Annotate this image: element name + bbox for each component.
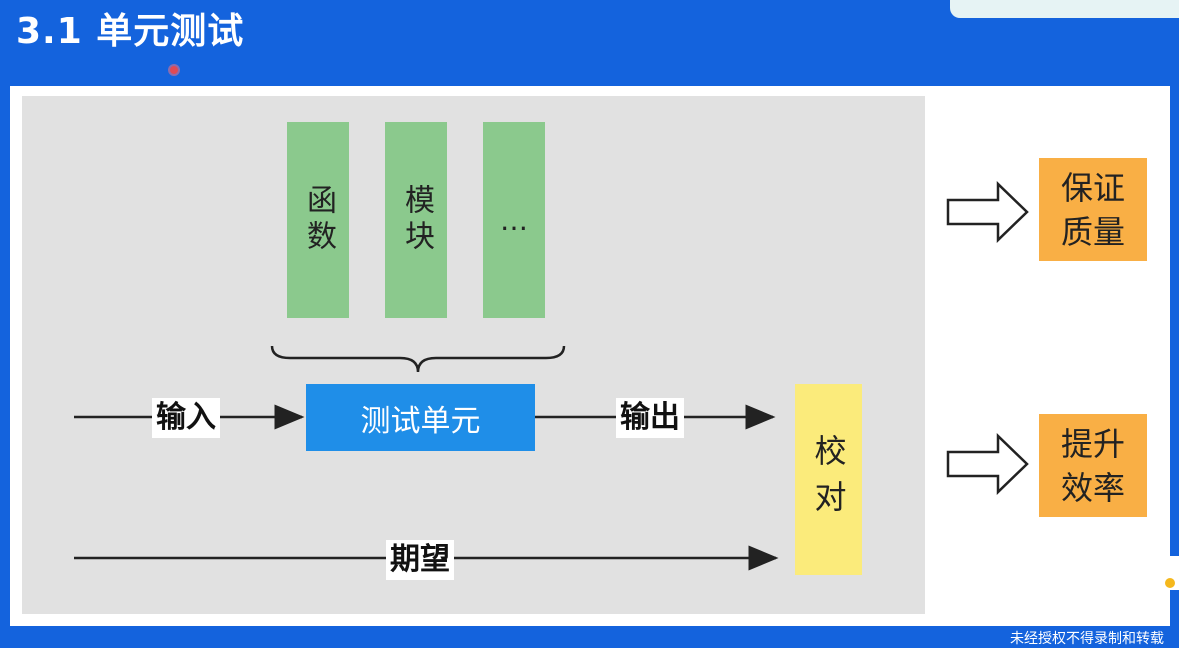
- page-title: 3.1 单元测试: [16, 11, 245, 52]
- footer-notice: 未经授权不得录制和转载: [1010, 631, 1164, 647]
- check-box: 校对: [795, 384, 862, 575]
- more-block: …: [483, 122, 545, 318]
- curly-brace: [270, 345, 566, 373]
- expected-label: 期望: [386, 540, 454, 580]
- efficiency-box: 提升效率: [1039, 414, 1147, 517]
- more-label: …: [500, 203, 528, 237]
- diagram-panel: [22, 96, 925, 614]
- quality-label: 保证质量: [1060, 168, 1125, 251]
- pointer-dot: [170, 66, 178, 74]
- check-label: 校对: [809, 433, 848, 526]
- input-label: 输入: [152, 398, 220, 438]
- quality-box: 保证质量: [1039, 158, 1147, 261]
- top-right-panel: [950, 0, 1179, 18]
- module-label: 模块: [399, 184, 434, 256]
- efficiency-label: 提升效率: [1060, 424, 1125, 507]
- quality-arrow-icon: [946, 181, 1029, 243]
- output-label: 输出: [616, 398, 684, 438]
- function-label: 函数: [301, 184, 336, 256]
- test-unit-box: 测试单元: [306, 384, 535, 451]
- edge-widget-dot: [1165, 578, 1175, 588]
- module-block: 模块: [385, 122, 447, 318]
- efficiency-arrow-icon: [946, 433, 1029, 495]
- function-block: 函数: [287, 122, 349, 318]
